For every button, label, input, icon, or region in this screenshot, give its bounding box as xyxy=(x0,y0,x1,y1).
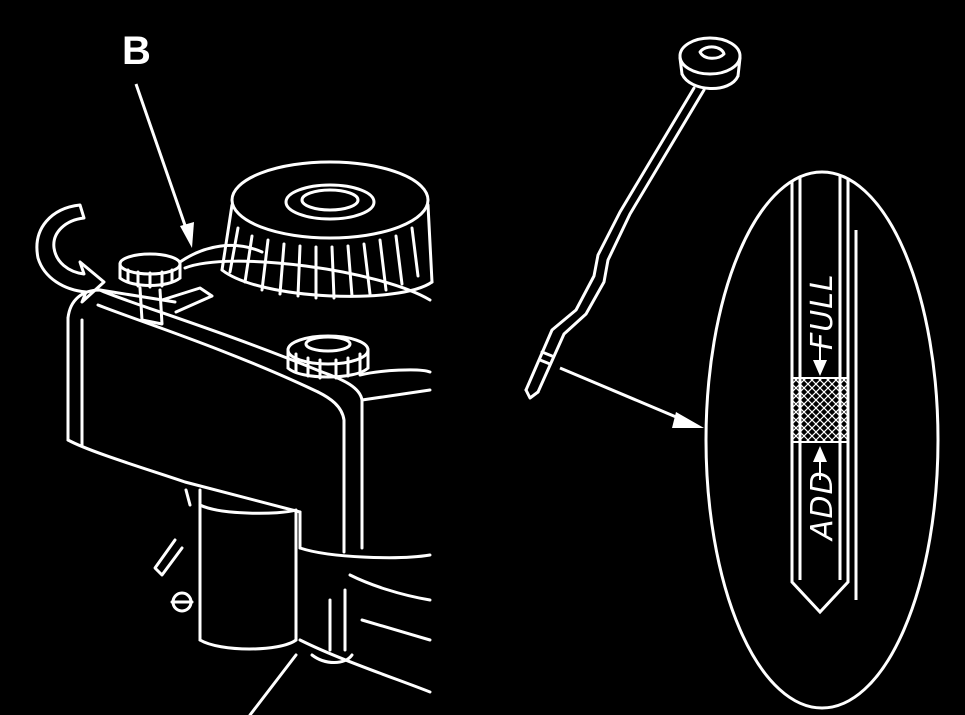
callout-label-b: B xyxy=(122,29,151,73)
add-arrow-icon xyxy=(813,446,827,462)
callout-b-leader xyxy=(134,83,190,235)
dipstick-detail-oval: FULL ADD xyxy=(704,170,940,710)
callout-b: B xyxy=(122,29,194,248)
magnify-pointer xyxy=(559,366,704,428)
magnify-arrowhead xyxy=(672,412,704,428)
add-mark-label: ADD xyxy=(805,470,840,542)
callout-b-arrowhead xyxy=(180,222,194,248)
full-mark-label: FULL xyxy=(805,273,840,350)
safe-level-crosshatch xyxy=(791,377,849,443)
dipstick xyxy=(524,36,742,400)
engine-illustration xyxy=(35,160,434,715)
full-arrow-icon xyxy=(813,360,827,376)
